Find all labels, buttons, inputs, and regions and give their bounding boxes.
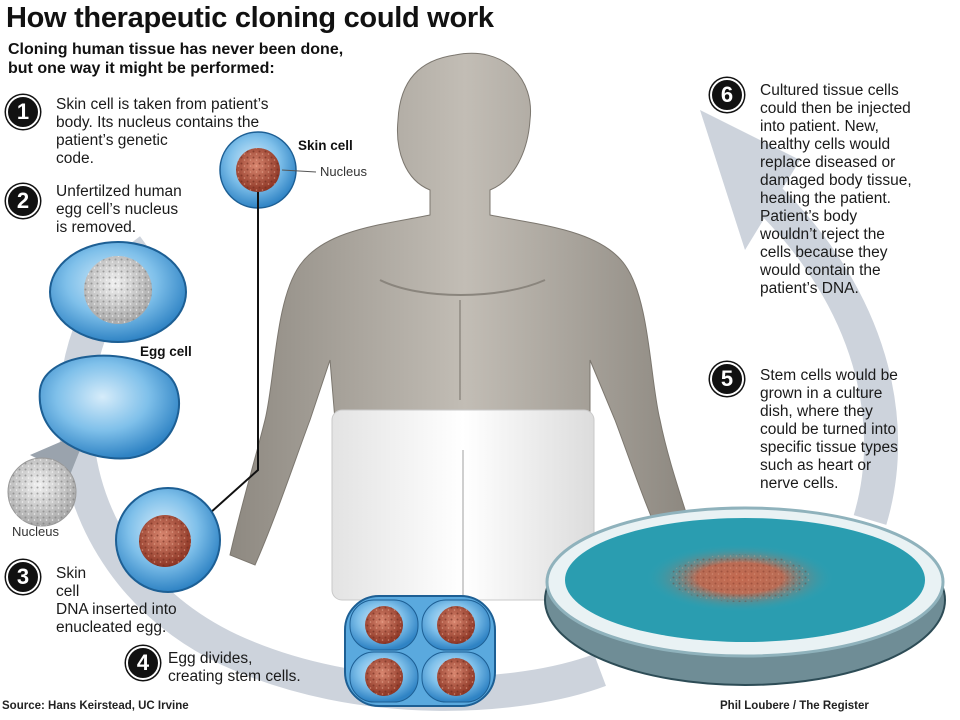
step-1-number: 1 — [6, 95, 40, 129]
step-3-text: Skin cell DNA inserted into enucleated e… — [56, 565, 177, 636]
step-5-number: 5 — [710, 362, 744, 396]
step-2-number: 2 — [6, 184, 40, 218]
enucleated-egg — [38, 354, 181, 460]
removed-nucleus — [7, 457, 77, 527]
egg-with-skin-nucleus — [115, 487, 221, 593]
nucleus-top-label: Nucleus — [320, 164, 367, 179]
dividing-stem-cells — [344, 595, 496, 707]
step-4-number: 4 — [126, 646, 160, 680]
step-5-text: Stem cells would be grown in a culture d… — [760, 367, 898, 492]
transfer-arrow — [197, 192, 259, 524]
step-6-number: 6 — [710, 78, 744, 112]
egg-cell-label: Egg cell — [140, 344, 192, 359]
step-3-number: 3 — [6, 560, 40, 594]
page-title: How therapeutic cloning could work — [6, 2, 494, 34]
patient-figure — [229, 52, 701, 601]
step-2-text: Unfertilzed human egg cell’s nucleus is … — [56, 183, 182, 236]
artist-credit: Phil Loubere / The Register — [720, 700, 869, 712]
culture-dish — [544, 506, 946, 686]
skin-cell-label: Skin cell — [298, 138, 353, 153]
step-4-text: Egg divides, creating stem cells. — [168, 650, 301, 685]
egg-cell-with-nucleus — [49, 241, 187, 343]
step-6-text: Cultured tissue cells could then be inje… — [760, 82, 912, 297]
page-subtitle: Cloning human tissue has never been done… — [8, 41, 344, 77]
source-credit: Source: Hans Keirstead, UC Irvine — [2, 700, 189, 712]
step-1-text: Skin cell is taken from patient’s body. … — [56, 96, 269, 167]
nucleus-bottom-label: Nucleus — [12, 524, 59, 539]
